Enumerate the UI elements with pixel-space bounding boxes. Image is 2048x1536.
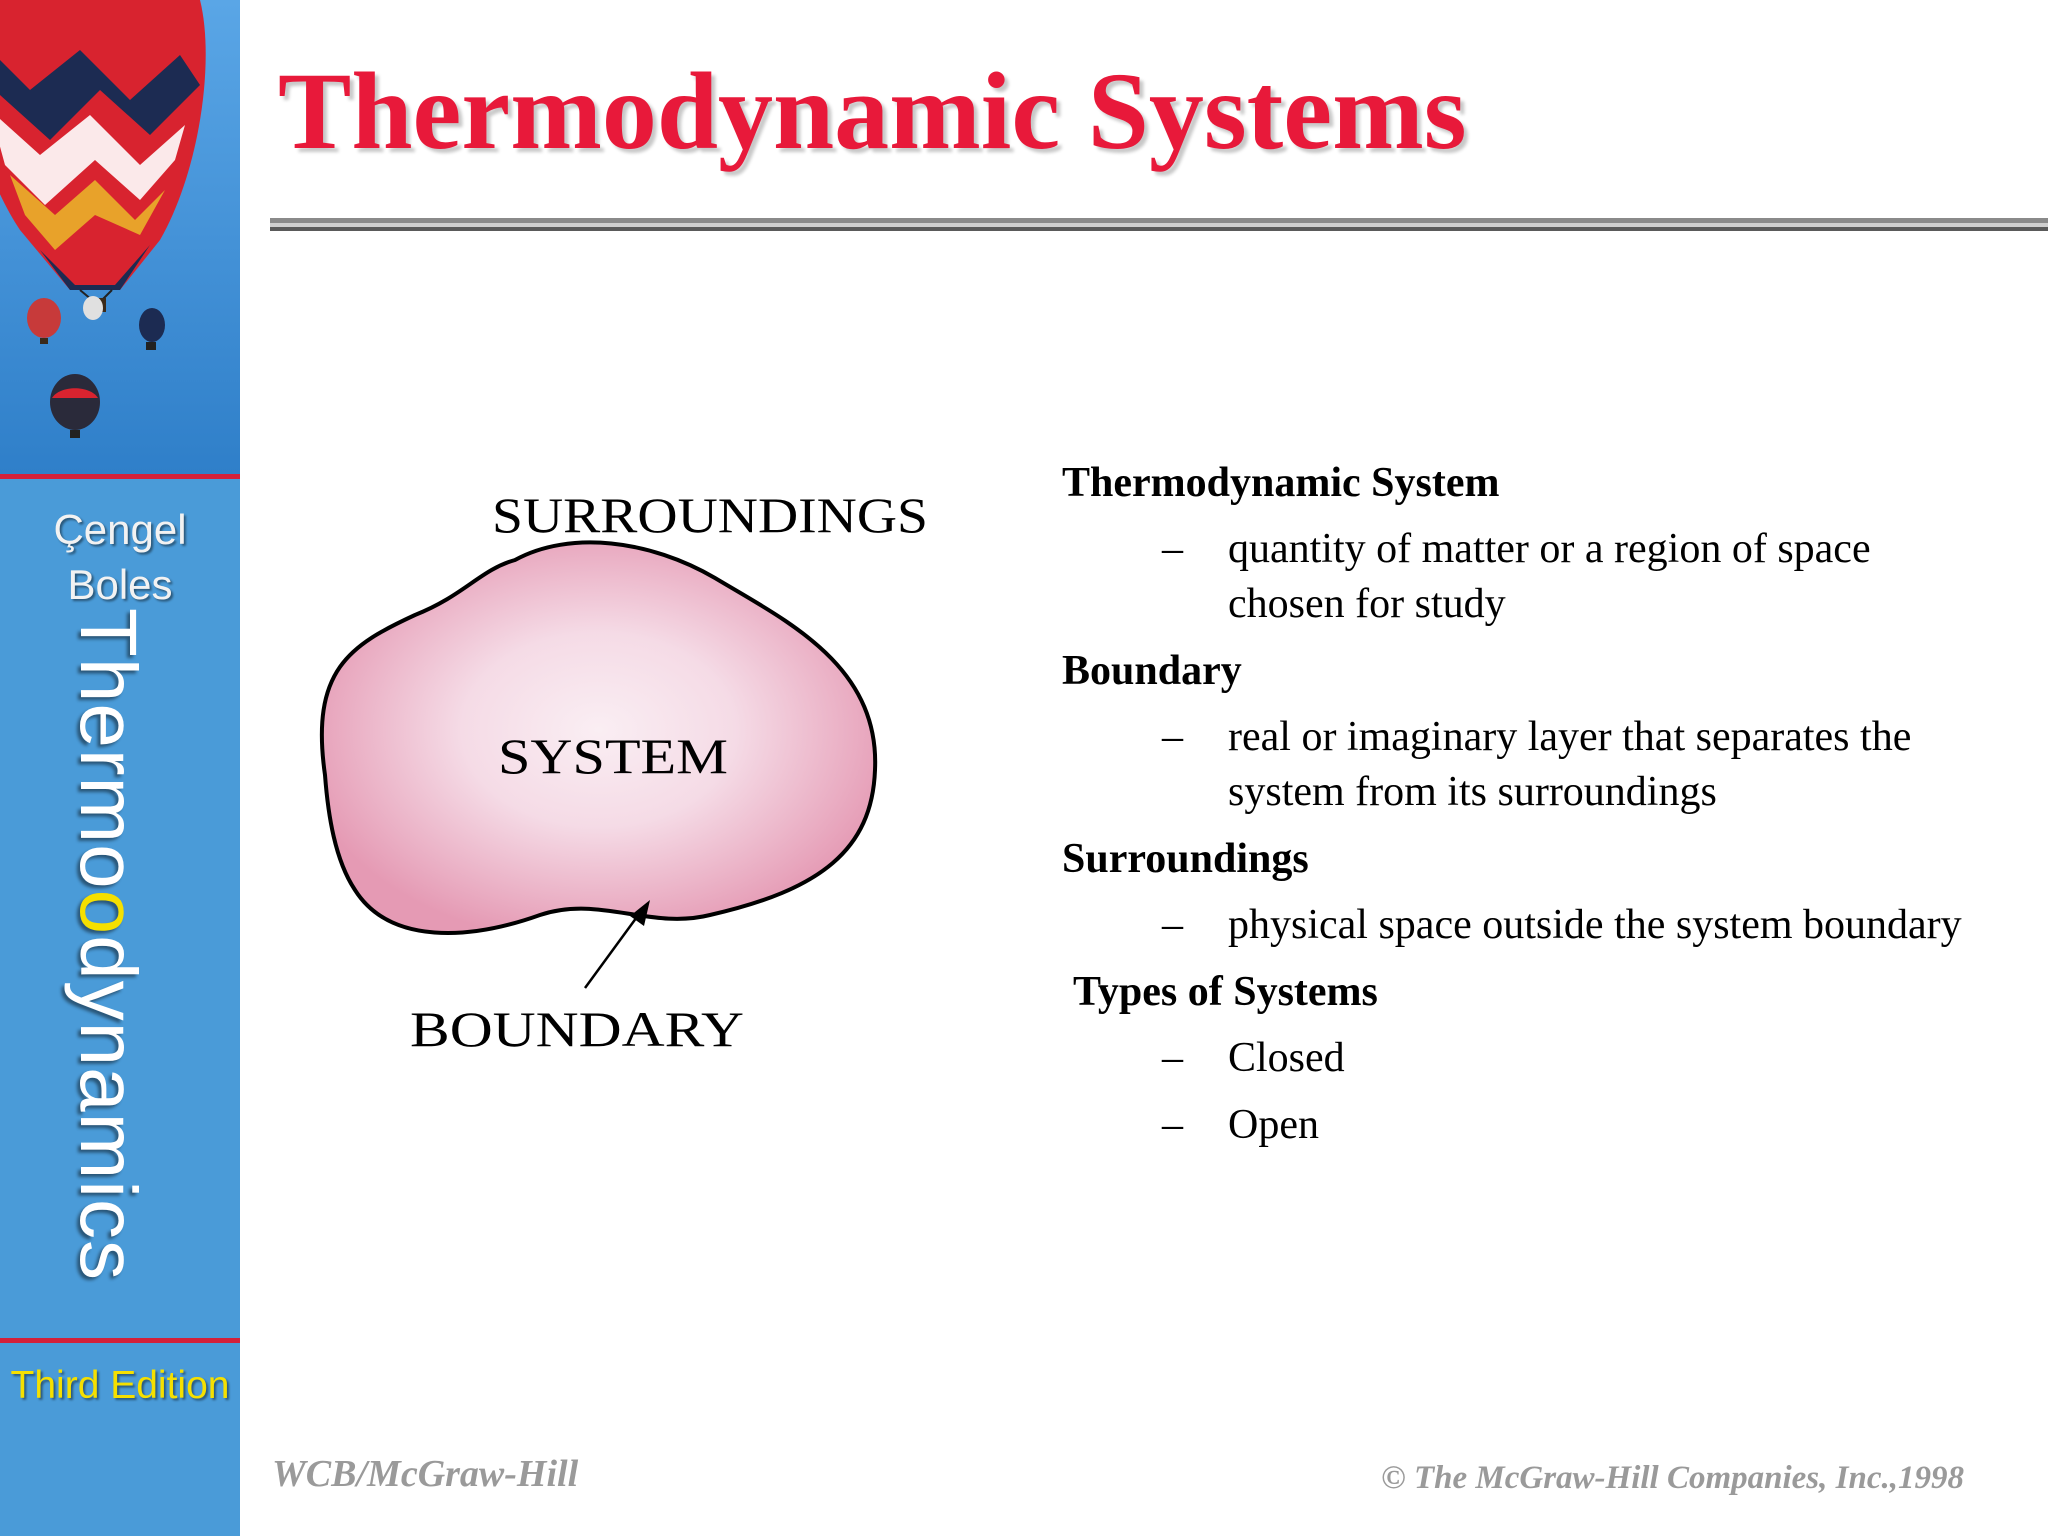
type-closed-text: Closed bbox=[1228, 1035, 1345, 1081]
bullet-dash: – bbox=[1162, 902, 1183, 948]
boundary-pointer-arrow bbox=[583, 909, 644, 989]
system-blob bbox=[319, 540, 878, 935]
publisher-footer: WCB/McGraw-Hill bbox=[272, 1453, 579, 1495]
boundary-arrow-head bbox=[630, 900, 650, 926]
definition-item-surroundings: – physical space outside the system boun… bbox=[1062, 898, 1962, 953]
boundary-label: BOUNDARY bbox=[410, 1001, 744, 1057]
term-surroundings: Surroundings bbox=[1062, 836, 1309, 882]
definition-system-text: quantity of matter or a region of space … bbox=[1228, 526, 1871, 627]
sidebar-divider-bottom bbox=[0, 1338, 240, 1343]
book-title-part-1: Thermo bbox=[64, 608, 153, 890]
term-boundary: Boundary bbox=[1062, 648, 1242, 694]
definition-item-boundary: – real or imaginary layer that separates… bbox=[1062, 710, 1962, 820]
page-title: Thermodynamic Systems bbox=[278, 50, 1467, 172]
book-title-part-2: dynamics bbox=[64, 935, 153, 1282]
bullet-dash: – bbox=[1162, 1102, 1183, 1148]
term-thermodynamic-system: Thermodynamic System bbox=[1062, 460, 1500, 506]
system-label: SYSTEM bbox=[498, 728, 728, 784]
book-title-highlight-letter: o bbox=[64, 889, 153, 936]
bullet-dash: – bbox=[1162, 526, 1183, 572]
bullet-dash: – bbox=[1162, 1035, 1183, 1081]
term-types-of-systems: Types of Systems bbox=[1073, 969, 1378, 1015]
book-title-vertical: Thermoodynamics bbox=[62, 608, 154, 1281]
system-boundary-diagram: SURROUNDINGS SYSTEM BOUNDARY bbox=[319, 487, 928, 1057]
surroundings-label: SURROUNDINGS bbox=[492, 487, 928, 543]
sidebar: Çengel Boles Thermoodynamics Third Editi… bbox=[0, 0, 240, 1536]
definition-item-system: – quantity of matter or a region of spac… bbox=[1062, 522, 1962, 632]
definition-item-open: – Open bbox=[1062, 1098, 1962, 1153]
definition-boundary-text: real or imaginary layer that separates t… bbox=[1228, 714, 1912, 815]
hot-air-balloon-image bbox=[0, 0, 240, 474]
title-underline-rule bbox=[270, 218, 2048, 231]
sidebar-divider-top bbox=[0, 474, 240, 479]
definitions-list: Thermodynamic System – quantity of matte… bbox=[1062, 456, 1962, 1165]
definition-surroundings-text: physical space outside the system bounda… bbox=[1228, 902, 1962, 948]
copyright-footer: © The McGraw-Hill Companies, Inc.,1998 bbox=[1381, 1460, 1964, 1496]
author-name-boles: Boles bbox=[67, 561, 173, 608]
definition-item-closed: – Closed bbox=[1062, 1031, 1962, 1086]
edition-label: Third Edition bbox=[10, 1364, 230, 1407]
type-open-text: Open bbox=[1228, 1102, 1319, 1148]
author-name-cengel: Çengel bbox=[53, 506, 187, 553]
bullet-dash: – bbox=[1162, 714, 1183, 760]
